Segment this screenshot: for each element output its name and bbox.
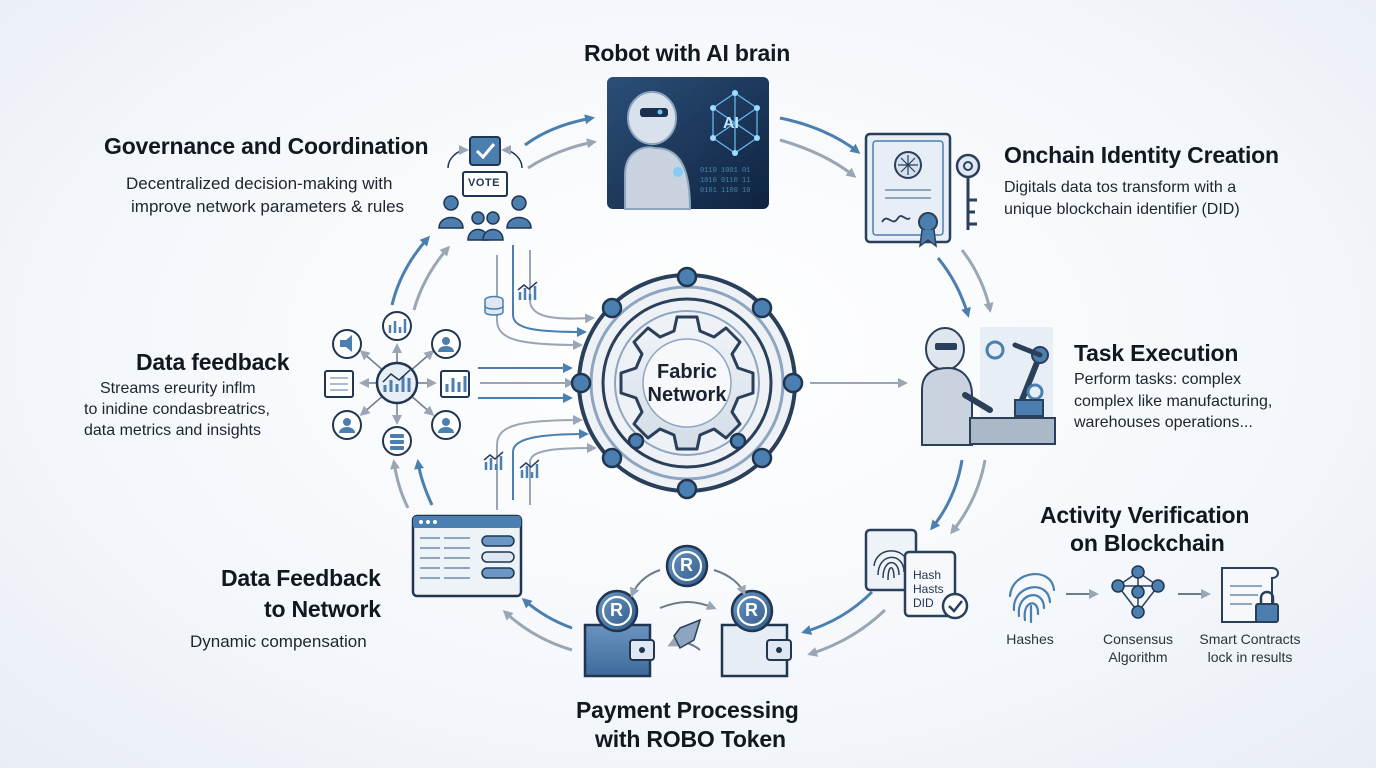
- fingerprint-icon: [1008, 573, 1056, 624]
- governance-title: Governance and Coordination: [104, 133, 429, 159]
- task-execution-title: Task Execution: [1074, 340, 1239, 366]
- vote-label: VOTE: [468, 177, 500, 189]
- fabric-network-hub: [570, 266, 804, 500]
- onchain-identity-desc-line2: unique blockchain identifier (DID): [1004, 201, 1240, 218]
- data-feedback-desc-line3: data metrics and insights: [84, 422, 261, 439]
- token-flow-arrows: [629, 569, 746, 651]
- contract-lock-icon: [1221, 567, 1279, 623]
- task-execution-desc-line3: warehouses operations...: [1074, 414, 1253, 431]
- fabric-network-label-line2: Network: [647, 384, 727, 406]
- key-icon: [955, 153, 981, 230]
- binary-decoration: 1010 0110 11: [700, 177, 750, 185]
- cycle-arrows: [390, 114, 994, 657]
- verification-step-consensus-line1: Consensus: [1102, 631, 1174, 647]
- onchain-identity-title: Onchain Identity Creation: [1004, 142, 1279, 168]
- fabric-network-label-line1: Fabric: [656, 361, 718, 383]
- verification-step-consensus-line2: Algorithm: [1108, 649, 1168, 665]
- hash-doc-line-3: DID: [913, 596, 934, 610]
- data-feedback-network-desc: Dynamic compensation: [190, 632, 367, 651]
- dashboard-window-icon: [411, 514, 523, 598]
- task-execution-desc-line2: complex like manufacturing,: [1074, 393, 1273, 410]
- payment-title-line2: with ROBO Token: [595, 726, 786, 752]
- network-nodes-icon: [1111, 565, 1165, 619]
- gear-icon: [619, 315, 755, 451]
- verification-step-contracts-line2: lock in results: [1207, 649, 1293, 665]
- payment-title-line1: Payment Processing: [576, 697, 799, 723]
- activity-verification-title-line2: on Blockchain: [1070, 530, 1225, 556]
- data-feedback-network-title-line1: Data Feedback: [221, 565, 381, 591]
- wallet-right-icon: [720, 623, 792, 678]
- certificate-icon: [864, 132, 952, 248]
- data-feedback-desc-line2: to inidine condasbreatrics,: [84, 401, 270, 418]
- governance-desc-line1: Decentralized decision-making with: [126, 174, 393, 193]
- hash-doc-line-2: Hasts: [913, 582, 944, 596]
- mini-chart-icon: [519, 459, 540, 478]
- robot-arm-illustration: [921, 327, 1056, 446]
- mini-chart-icon: [517, 281, 538, 300]
- database-icon: [484, 295, 504, 316]
- robo-token-glyph-left: R: [610, 600, 623, 620]
- governance-desc-line2: improve network parameters & rules: [131, 197, 405, 216]
- robot-ai-title: Robot with AI brain: [584, 40, 791, 66]
- data-feedback-title: Data feedback: [136, 349, 290, 375]
- governance-vote-icon: [438, 136, 532, 241]
- hash-doc-line-1: Hash: [913, 568, 942, 582]
- robo-token-glyph-right: R: [745, 600, 758, 620]
- robo-token-coins: [595, 544, 774, 633]
- data-feedback-network-title-line2: to Network: [264, 596, 381, 622]
- task-execution-desc-line1: Perform tasks: complex: [1074, 371, 1242, 388]
- data-feedback-desc-line1: Streams ereurity inflm: [100, 380, 256, 397]
- robo-token-glyph-top: R: [680, 555, 693, 575]
- verification-step-hashes: Hashes: [1006, 631, 1054, 647]
- ai-chip-label: AI: [723, 115, 739, 132]
- center-connectors: [478, 245, 908, 510]
- onchain-identity-desc-line1: Digitals data tos transform with a: [1004, 179, 1237, 196]
- binary-decoration: 0101 1100 10: [700, 187, 750, 195]
- data-feedback-hub: [324, 311, 470, 456]
- robot-ai-image: 0110 1001 01 1010 0110 11 0101 1100 10: [607, 77, 769, 210]
- hash-document-icon: [903, 550, 969, 620]
- verification-step-contracts-line1: Smart Contracts: [1199, 631, 1301, 647]
- mini-chart-icon: [483, 451, 504, 470]
- binary-decoration: 0110 1001 01: [700, 167, 750, 175]
- wallet-left-icon: [583, 623, 655, 678]
- activity-verification-title-line1: Activity Verification: [1040, 502, 1250, 528]
- fingerprint-document-icon: [864, 528, 918, 592]
